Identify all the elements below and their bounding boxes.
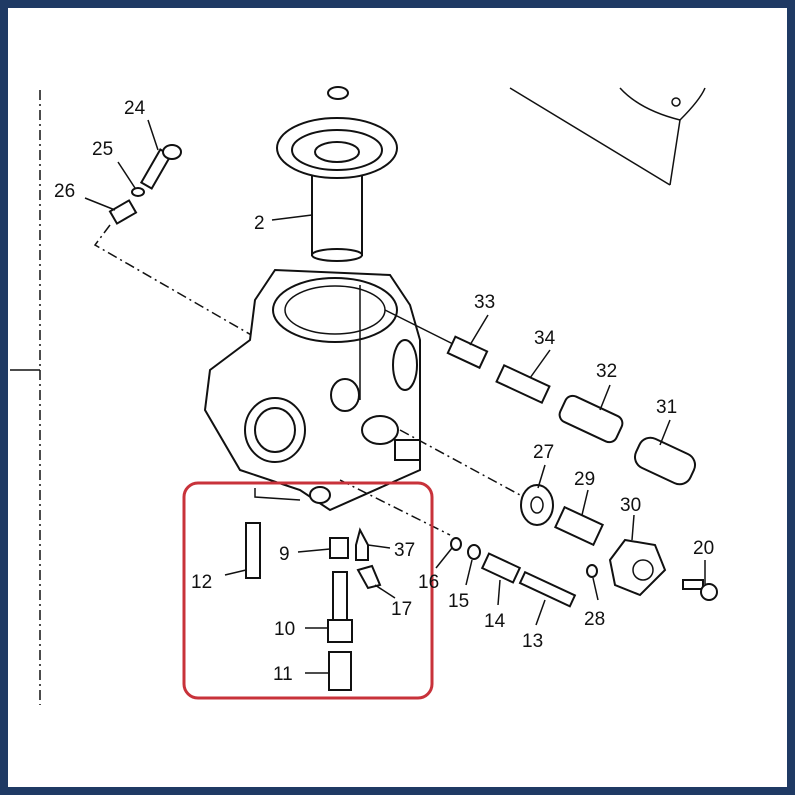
cover-part: [619, 87, 706, 121]
cover-edge-2: [669, 119, 681, 186]
label-part-33: 33: [474, 292, 495, 313]
label-part-16: 16: [418, 572, 439, 593]
guide-line: [384, 309, 456, 346]
label-part-12: 12: [191, 572, 212, 593]
label-part-24: 24: [124, 98, 146, 119]
guide-line: [399, 429, 521, 496]
label-part-37: 37: [394, 540, 415, 561]
label-part-10: 10: [274, 619, 295, 640]
part-13-screw: [518, 570, 577, 608]
part-11-main-jet: [328, 651, 352, 691]
label-part-27: 27: [533, 442, 554, 463]
leader-lines: [84, 119, 706, 674]
part-25-washer: [131, 187, 145, 197]
cover-edge: [509, 87, 671, 186]
label-part-31: 31: [656, 397, 677, 418]
part-31-boot: [633, 436, 697, 486]
part-30-sensor: [608, 538, 667, 597]
label-part-34: 34: [534, 328, 556, 349]
cover-screw: [671, 97, 681, 107]
carburetor-body: [203, 268, 421, 512]
part-17-clip: [356, 564, 382, 590]
part-2-piston: [276, 117, 398, 262]
part-24-screw: [139, 144, 182, 190]
label-part-25: 25: [92, 139, 113, 160]
assembly-line: [93, 224, 261, 341]
label-part-28: 28: [584, 609, 605, 630]
part-33-plunger: [446, 335, 489, 370]
part-15-washer: [467, 544, 481, 560]
part-16-oring: [450, 537, 462, 551]
part-37-needle-valve: [355, 527, 369, 561]
parts-diagram: 24 25 26 2 33 34 32 31 27 29 30 20 9 37 …: [10, 86, 718, 705]
highlight-box: [182, 481, 434, 700]
label-part-26: 26: [54, 181, 75, 202]
part-26-spring: [108, 199, 138, 225]
label-part-29: 29: [574, 469, 595, 490]
part-20-screw: [682, 579, 718, 601]
part-28-oring: [586, 564, 598, 578]
part-29-spring: [553, 505, 605, 547]
label-part-9: 9: [279, 544, 290, 565]
label-part-2: 2: [254, 213, 265, 234]
guide-line: [254, 488, 301, 501]
label-part-14: 14: [484, 611, 506, 632]
top-washer: [327, 86, 349, 100]
label-part-32: 32: [596, 361, 617, 382]
part-9-pilot-jet: [329, 537, 349, 559]
part-12-needle-jet: [245, 522, 261, 579]
label-part-15: 15: [448, 591, 469, 612]
label-part-11: 11: [273, 664, 293, 685]
part-10-main-nozzle: [327, 571, 353, 643]
diagram-canvas: 24 25 26 2 33 34 32 31 27 29 30 20 9 37 …: [8, 8, 787, 787]
part-14-spring: [480, 552, 522, 584]
part-27-cap: [520, 484, 554, 526]
part-32-plunger: [558, 394, 624, 444]
label-part-20: 20: [693, 538, 714, 559]
label-part-30: 30: [620, 495, 641, 516]
label-part-17: 17: [391, 599, 412, 620]
part-34-spring: [495, 363, 551, 405]
label-part-13: 13: [522, 631, 543, 652]
